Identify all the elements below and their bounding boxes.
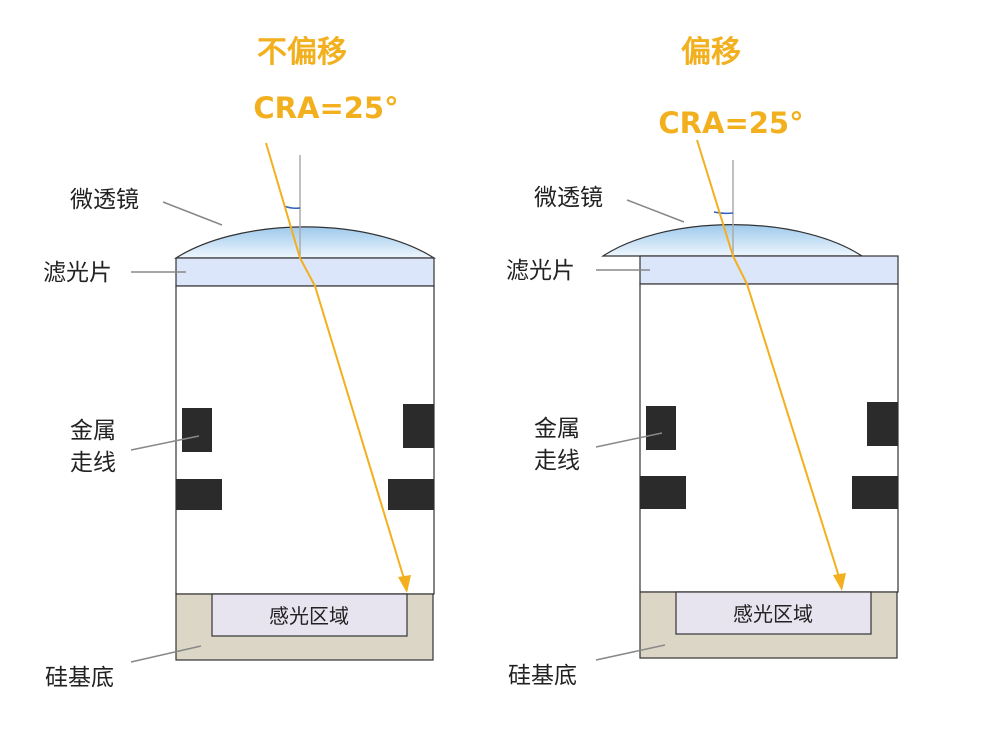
- photodiode: [211, 593, 408, 637]
- metal-wire: [646, 406, 676, 450]
- metal-label-line1: 金属: [534, 416, 580, 442]
- photodiode: [675, 591, 872, 635]
- metal-label-line2: 走线: [70, 450, 116, 476]
- panel-no-shift: 不偏移 CRA=25° 感光区域 微透镜 滤光片 金属 走线: [43, 35, 437, 691]
- microlens-label: 微透镜: [534, 185, 603, 211]
- dielectric-layer: [639, 283, 899, 593]
- angle-arc: [283, 205, 301, 209]
- metal-wire: [640, 476, 686, 509]
- cra-label: CRA=25°: [253, 91, 398, 125]
- leader-line: [595, 432, 663, 448]
- microlens: [173, 226, 437, 259]
- angle-arc: [713, 211, 734, 215]
- metal-wire: [403, 404, 434, 448]
- color-filter: [175, 257, 435, 287]
- color-filter: [639, 255, 899, 285]
- light-ray: [265, 142, 406, 583]
- filter-label: 滤光片: [43, 260, 112, 286]
- metal-label-line2: 走线: [534, 448, 580, 474]
- cra-label: CRA=25°: [658, 106, 803, 140]
- metal-wire: [852, 476, 898, 509]
- metal-wire: [182, 408, 212, 452]
- leader-line: [595, 644, 666, 661]
- leader-line: [130, 435, 200, 451]
- metal-wire: [867, 402, 898, 446]
- leader-line: [130, 645, 202, 663]
- metal-label-line1: 金属: [70, 418, 116, 444]
- leader-line: [626, 199, 685, 223]
- panel-shift: 偏移 CRA=25° 感光区域 微透镜 滤光片 金属 走线: [506, 35, 899, 689]
- substrate-label: 硅基底: [508, 663, 577, 689]
- panel-title: 不偏移: [257, 35, 347, 70]
- light-ray: [696, 139, 841, 581]
- metal-wire: [176, 479, 222, 510]
- filter-label: 滤光片: [506, 258, 575, 284]
- dielectric-layer: [175, 285, 435, 595]
- ray-arrowhead: [833, 573, 846, 591]
- photodiode-label: 感光区域: [269, 604, 349, 628]
- photodiode-label: 感光区域: [733, 602, 813, 626]
- metal-wire: [388, 479, 434, 510]
- panel-title: 偏移: [681, 35, 741, 70]
- microlens-label: 微透镜: [70, 187, 139, 213]
- leader-line: [162, 201, 223, 226]
- ray-arrowhead: [398, 575, 411, 593]
- substrate-label: 硅基底: [45, 665, 114, 691]
